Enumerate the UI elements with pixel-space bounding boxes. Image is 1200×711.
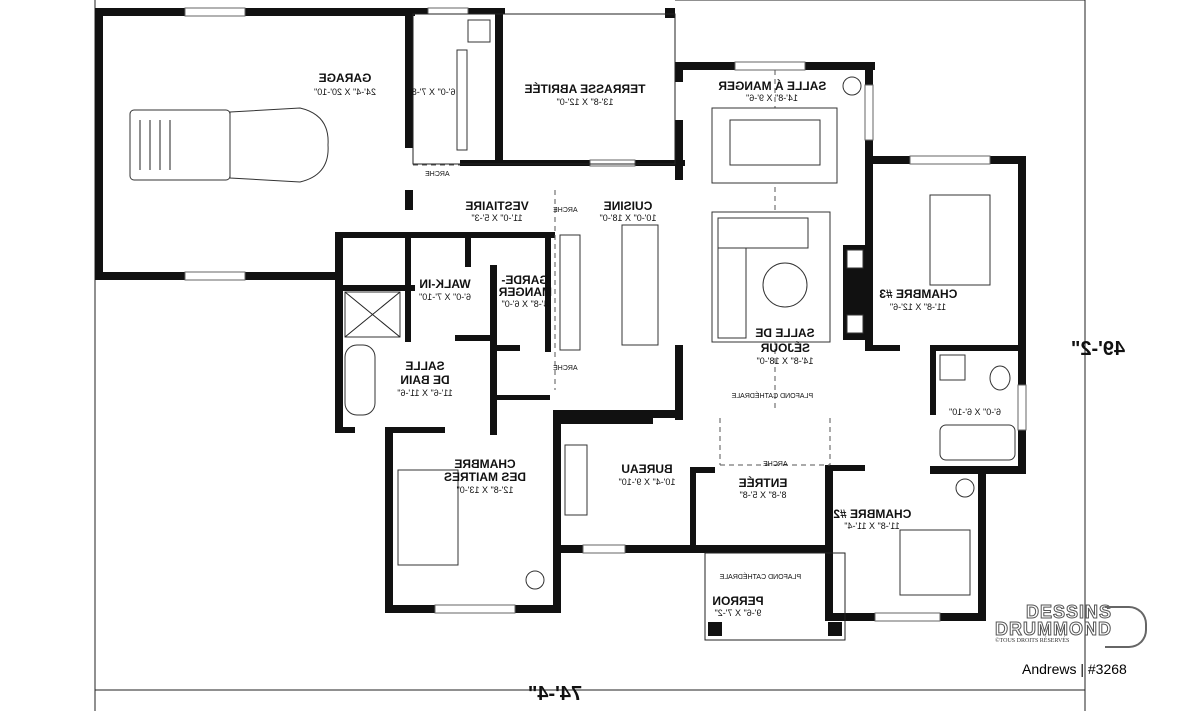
arche-note-4: ARCHE — [553, 365, 578, 372]
salle-de-bain-label-1: SALLE — [405, 359, 444, 373]
logo-line-1: DESSINS — [1025, 602, 1112, 622]
perron-label: PERRON — [712, 594, 763, 608]
windows — [184, 7, 1027, 622]
cuisine-dim: 10'-0" X 18'-0" — [600, 213, 657, 223]
garde-manger-label-2: MANGER — [498, 285, 552, 299]
bath-2-dim: 6'-0" X 6'-10" — [949, 407, 1001, 417]
salle-de-sejour-label-2: SÉJOUR — [760, 340, 810, 355]
furniture — [129, 19, 1016, 596]
garde-manger-label-1: GARDE- — [501, 273, 548, 287]
bureau-dim: 10'-4" X 9'-10" — [619, 477, 676, 487]
room-labels: GARAGE 24'-4" X 20'-10" 6'-0" X 7'-8" TE… — [314, 71, 1125, 705]
entree-dim: 8'-8" X 5'-8" — [740, 490, 787, 500]
chambre-3-label: CHAMBRE #3 — [879, 287, 957, 301]
arche-note-3: ARCHE — [553, 207, 578, 214]
overall-depth: 49'-2" — [1071, 338, 1125, 360]
vestiaire-dim: 11'-0" X 5'-3" — [471, 213, 522, 223]
chambre-2-label: CHAMBRE #2 — [833, 507, 911, 521]
walls — [95, 8, 1026, 621]
salle-de-bain-label-2: DE BAIN — [400, 373, 449, 387]
vestiaire-label: VESTIAIRE — [465, 199, 528, 213]
arche-note-1: ARCHE — [425, 171, 450, 178]
garage-dim: 24'-4" X 20'-10" — [314, 87, 376, 97]
walk-in-label: WALK-IN — [419, 277, 470, 291]
copyright: ©TOUS DROITS RÉSERVÉS — [995, 638, 1070, 644]
perron-dim: 9'-6" X 7'-2" — [715, 608, 762, 618]
chambre-3-dim: 11'-8" X 12'-6" — [890, 302, 946, 312]
terrasse-label: TERRASSE ABRITÉE — [525, 81, 646, 96]
laundry-dim: 6'-0" X 7'-8" — [409, 87, 456, 97]
terrasse-dim: 13'-8" X 12'-0" — [557, 97, 614, 107]
salle-a-manger-dim: 14'-8" X 9'-6" — [746, 93, 798, 103]
garde-manger-dim: 4'-8" X 6'-0" — [502, 299, 549, 309]
arche-note-2: ARCHE — [763, 461, 788, 468]
chambre-maitres-label-1: CHAMBRE — [454, 457, 515, 471]
logo-d-mark-icon — [1105, 606, 1147, 648]
salle-de-bain-dim: 11'-6" X 11'-6" — [397, 388, 453, 398]
truck-icon — [129, 107, 329, 183]
overall-width: 74'-4" — [528, 683, 582, 705]
chambre-maitres-dim: 12'-8" X 13'-0" — [457, 485, 514, 495]
chambre-maitres-label-2: DES MAITRES — [444, 470, 526, 484]
salle-a-manger-label: SALLE Á MANGER — [718, 78, 826, 93]
logo-line-2: DRUMMOND — [995, 619, 1112, 639]
chambre-2-dim: 11'-8" X 11'-4" — [844, 521, 900, 531]
bureau-label: BUREAU — [621, 462, 672, 476]
plan-reference: Andrews | #3268 — [1022, 661, 1127, 677]
plafond-note-2: PLAFOND CATHÉDRALE — [719, 572, 801, 581]
plafond-note-1: PLAFOND CATHÉDRALE — [731, 391, 813, 400]
cuisine-label: CUISINE — [604, 199, 653, 213]
garage-label: GARAGE — [319, 71, 372, 85]
dessins-drummond-logo: DESSINS DRUMMOND ©TOUS DROITS RÉSERVÉS — [995, 602, 1147, 648]
salle-de-sejour-dim: 14'-8" X 18'-0" — [757, 356, 814, 366]
walk-in-dim: 6'-0" X 7'-10" — [419, 292, 471, 302]
salle-de-sejour-label-1: SALLE DE — [755, 326, 814, 340]
entree-label: ENTRÉE — [739, 475, 788, 490]
